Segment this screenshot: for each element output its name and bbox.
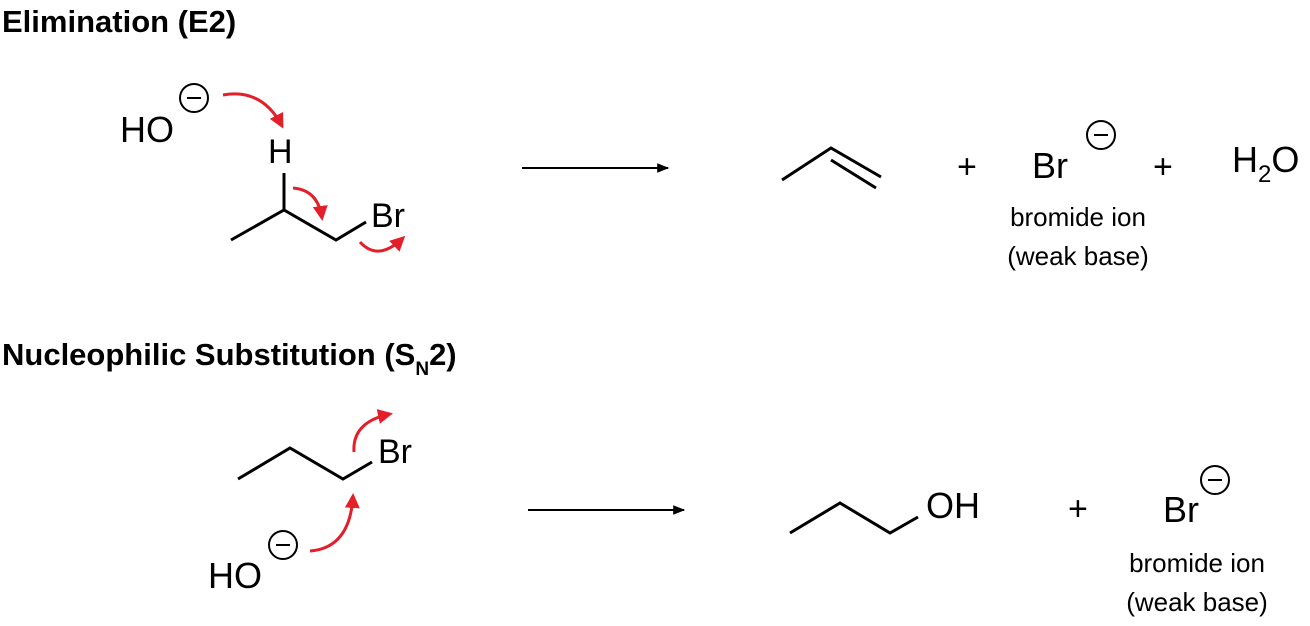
- plus-sign: +: [1153, 148, 1173, 186]
- bromide-caption: bromide ion: [1129, 548, 1265, 578]
- curved-arrow-icon: [309, 493, 360, 553]
- hydroxide-label: HO: [120, 109, 174, 150]
- sn2-reactants: Br HO: [208, 409, 412, 596]
- plus-sign: +: [957, 148, 977, 186]
- hydrogen-label: H: [268, 133, 293, 171]
- bromide-caption-note: (weak base): [1126, 587, 1268, 617]
- water-label: H2O: [1232, 139, 1299, 188]
- negative-charge-icon: [268, 530, 298, 560]
- plus-sign: +: [1068, 490, 1088, 528]
- bromopropane-skeleton: [237, 446, 373, 481]
- negative-charge-icon: [1086, 120, 1116, 150]
- bromide-label: Br: [1163, 489, 1199, 530]
- bromopropane-skeleton: [230, 208, 367, 242]
- hydroxide-label: HO: [208, 555, 262, 596]
- bromide-label: Br: [1032, 145, 1068, 186]
- propanol-skeleton: [789, 501, 919, 535]
- propene-structure: [781, 146, 882, 190]
- bromine-label: Br: [371, 197, 405, 235]
- e2-products: + Br + H2O bromide ion (weak base): [781, 120, 1299, 271]
- bromide-caption: bromide ion: [1010, 202, 1146, 232]
- curved-arrow-icon: [358, 235, 406, 253]
- sn2-title: Nucleophilic Substitution (SN2): [2, 337, 457, 380]
- curved-arrow-icon: [222, 92, 284, 129]
- negative-charge-icon: [179, 83, 209, 113]
- e2-title: Elimination (E2): [2, 4, 237, 39]
- curved-arrow-icon: [292, 186, 328, 221]
- hydroxyl-label: OH: [926, 485, 980, 526]
- e2-reactants: HO H Br: [120, 83, 406, 253]
- negative-charge-icon: [1200, 465, 1230, 495]
- sn2-products: OH + Br bromide ion (weak base): [789, 465, 1268, 617]
- bromine-label: Br: [378, 433, 412, 471]
- curved-arrow-icon: [352, 409, 393, 453]
- bromide-caption-note: (weak base): [1007, 241, 1149, 271]
